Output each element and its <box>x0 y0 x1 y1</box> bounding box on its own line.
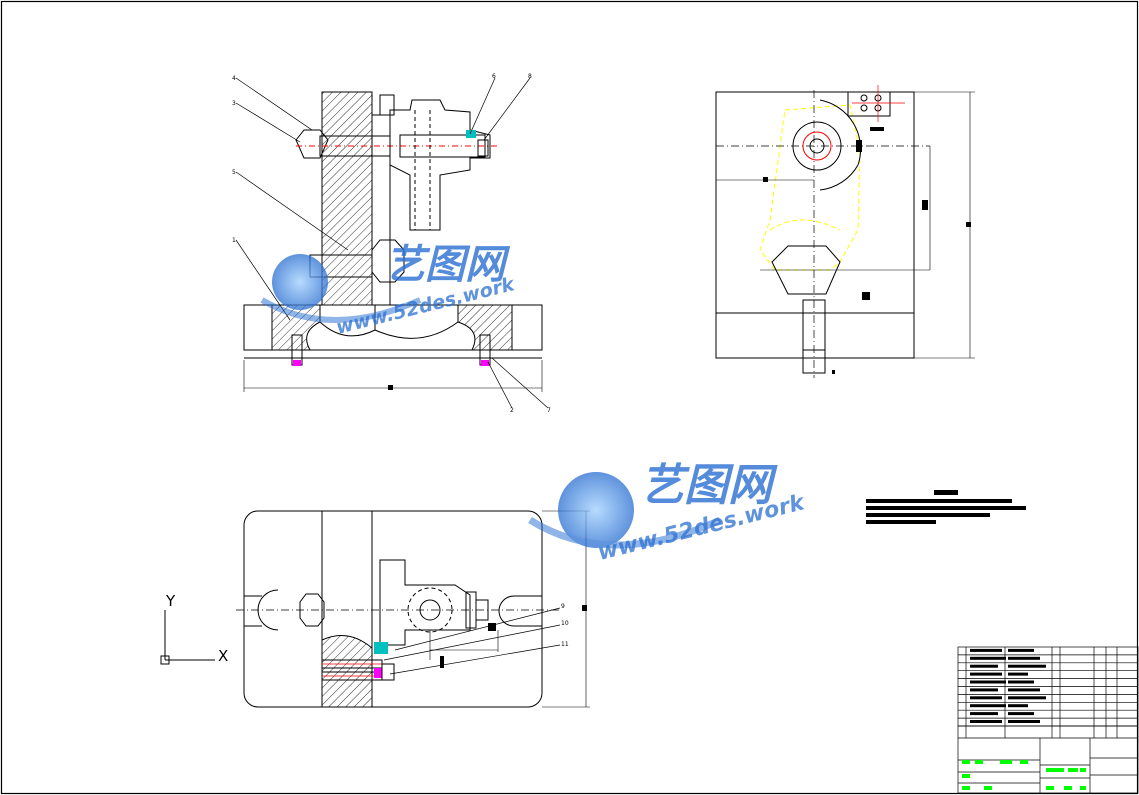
watermark-1 <box>260 254 422 323</box>
bom-row-bar <box>1008 712 1034 716</box>
callout-2: 2 <box>510 407 514 414</box>
bom-row-bar <box>970 696 1002 700</box>
bom-row-bar <box>1008 680 1034 684</box>
ucs-axis-icon <box>160 610 215 665</box>
bom-row-bar <box>970 672 1002 676</box>
callout-4: 4 <box>232 75 236 82</box>
watermark-2-brand: 艺图网 <box>640 460 778 511</box>
callout-8: 8 <box>528 73 532 80</box>
bom-row-bar <box>970 656 1006 660</box>
axis-y-label: Y <box>165 592 176 610</box>
bom-row-bar <box>970 648 1002 652</box>
callout-3: 3 <box>232 100 236 107</box>
callout-7: 7 <box>547 407 551 414</box>
bom-row-bar <box>970 704 1006 708</box>
side-view <box>715 85 975 378</box>
callout-6: 6 <box>492 73 496 80</box>
bom-row-bar <box>1008 672 1028 676</box>
callout-9: 9 <box>561 603 565 610</box>
plan-view <box>236 510 590 708</box>
title-block-marks <box>962 760 1086 790</box>
bom-row-bar <box>1008 720 1040 723</box>
bom-row-bar <box>970 712 998 716</box>
callout-10: 10 <box>561 620 569 627</box>
watermark-1-brand: 艺图网 <box>385 242 511 288</box>
title-block <box>957 646 1139 794</box>
callout-1: 1 <box>232 237 236 244</box>
bom-row-bar <box>970 688 998 692</box>
callout-11: 11 <box>561 641 569 648</box>
watermark-2 <box>528 472 722 549</box>
bom-row-bar <box>1008 696 1046 700</box>
axis-x-label: X <box>218 647 228 665</box>
bom-row-bar <box>1008 656 1040 660</box>
bom-row-bar <box>1008 704 1028 708</box>
bom-row-bar <box>970 720 1002 723</box>
technical-requirements <box>866 490 1026 524</box>
bom-row-bar <box>1008 648 1034 652</box>
bom-row-bar <box>970 664 998 668</box>
callout-5: 5 <box>232 169 236 176</box>
bom-row-bar <box>1008 664 1046 668</box>
bom-row-bar <box>970 680 1006 684</box>
bom-row-bar <box>1008 688 1040 692</box>
